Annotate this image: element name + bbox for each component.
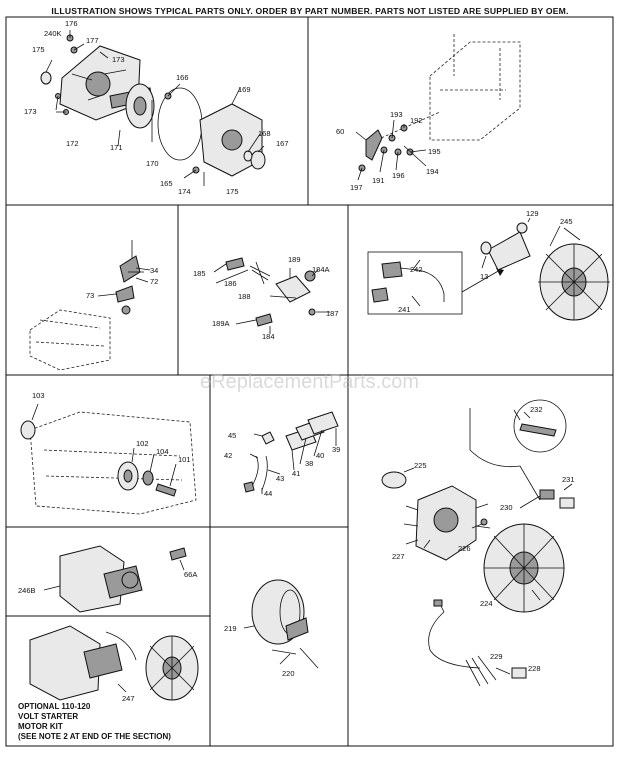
callout-165: 165 bbox=[160, 179, 173, 188]
callout-175-top: 175 bbox=[32, 45, 45, 54]
callout-41: 41 bbox=[292, 469, 300, 478]
callout-13: 13 bbox=[480, 272, 488, 281]
callout-60: 60 bbox=[336, 127, 344, 136]
callout-229: 229 bbox=[490, 652, 503, 661]
note-line-3: MOTOR KIT bbox=[18, 722, 63, 731]
callout-240k: 240K bbox=[44, 29, 62, 38]
callout-34: 34 bbox=[150, 266, 158, 275]
callout-245: 245 bbox=[560, 217, 573, 226]
drum-group: 219 220 bbox=[224, 579, 319, 678]
callout-220: 220 bbox=[282, 669, 295, 678]
callout-189a: 189A bbox=[212, 319, 230, 328]
callout-224: 224 bbox=[480, 599, 493, 608]
callout-42: 42 bbox=[224, 451, 232, 460]
callout-174: 174 bbox=[178, 187, 191, 196]
callout-103: 103 bbox=[32, 391, 45, 400]
stator-flywheel-group: 232 225 231 230 227 226 224 bbox=[381, 399, 575, 613]
callout-173-top: 173 bbox=[112, 55, 125, 64]
callout-175-bottom: 175 bbox=[226, 187, 239, 196]
throttle-plate-group: 185 186 189 184A 188 189A 184 187 bbox=[193, 255, 339, 341]
note-line-1: OPTIONAL 110-120 bbox=[18, 702, 91, 711]
callout-40: 40 bbox=[316, 451, 324, 460]
crankcase-cover-group: 176 240K 177 175 173 173 172 171 166 169… bbox=[24, 19, 289, 196]
callout-187: 187 bbox=[326, 309, 339, 318]
callout-192: 192 bbox=[410, 116, 423, 125]
breather-group: 45 42 43 44 41 38 40 39 bbox=[224, 411, 340, 498]
callout-247: 247 bbox=[122, 694, 135, 703]
callout-102: 102 bbox=[136, 439, 149, 448]
note-line-4: (SEE NOTE 2 AT END OF THE SECTION) bbox=[18, 732, 171, 741]
callout-225: 225 bbox=[414, 461, 427, 470]
callout-101: 101 bbox=[178, 455, 191, 464]
callout-176: 176 bbox=[65, 19, 78, 28]
callout-45: 45 bbox=[228, 431, 236, 440]
callout-72: 72 bbox=[150, 277, 158, 286]
wire-harness-group: 229 228 bbox=[428, 599, 541, 687]
callout-189: 189 bbox=[288, 255, 301, 264]
callout-191: 191 bbox=[372, 176, 385, 185]
callout-219: 219 bbox=[224, 624, 237, 633]
callout-129: 129 bbox=[526, 209, 539, 218]
callout-231: 231 bbox=[562, 475, 575, 484]
callout-38: 38 bbox=[305, 459, 313, 468]
callout-39: 39 bbox=[332, 445, 340, 454]
callout-44: 44 bbox=[264, 489, 272, 498]
governor-linkage-group: 60 193 192 195 191 196 194 197 bbox=[336, 34, 521, 192]
callout-185: 185 bbox=[193, 269, 206, 278]
callout-195: 195 bbox=[428, 147, 441, 156]
callout-194: 194 bbox=[426, 167, 439, 176]
panel-grid bbox=[5, 16, 614, 747]
callout-184a: 184A bbox=[312, 265, 330, 274]
callout-242: 242 bbox=[410, 265, 423, 274]
callout-193: 193 bbox=[390, 110, 403, 119]
callout-66a: 66A bbox=[184, 570, 197, 579]
callout-197: 197 bbox=[350, 183, 363, 192]
ignition-group: 129 245 13 242 241 bbox=[367, 209, 610, 321]
callout-172: 172 bbox=[66, 139, 79, 148]
callout-104: 104 bbox=[156, 447, 169, 456]
watermark: eReplacementParts.com bbox=[200, 371, 419, 393]
callout-196: 196 bbox=[392, 171, 405, 180]
callout-169: 169 bbox=[238, 85, 251, 94]
callout-226: 226 bbox=[458, 544, 471, 553]
callout-167: 167 bbox=[276, 139, 289, 148]
callout-227: 227 bbox=[392, 552, 405, 561]
callout-177: 177 bbox=[86, 36, 99, 45]
callout-166: 166 bbox=[176, 73, 189, 82]
callout-73: 73 bbox=[86, 291, 94, 300]
bearing-group: 103 102 104 101 bbox=[20, 391, 197, 515]
callout-170: 170 bbox=[146, 159, 159, 168]
callout-232: 232 bbox=[530, 405, 543, 414]
callout-184: 184 bbox=[262, 332, 275, 341]
callout-188: 188 bbox=[238, 292, 251, 301]
bracket-group: 34 72 73 bbox=[29, 240, 158, 371]
callout-173-left: 173 bbox=[24, 107, 37, 116]
callout-171: 171 bbox=[110, 143, 123, 152]
starter-motor-group: 246B 66A bbox=[18, 545, 197, 613]
callout-168: 168 bbox=[258, 129, 271, 138]
callout-186: 186 bbox=[224, 279, 237, 288]
callout-230: 230 bbox=[500, 503, 513, 512]
note-line-2: VOLT STARTER bbox=[18, 712, 78, 721]
optional-starter-group: 247 OPTIONAL 110-120 VOLT STARTER MOTOR … bbox=[18, 625, 199, 741]
callout-246b: 246B bbox=[18, 586, 36, 595]
callout-241: 241 bbox=[398, 305, 411, 314]
callout-43: 43 bbox=[276, 474, 284, 483]
page-header: ILLUSTRATION SHOWS TYPICAL PARTS ONLY. O… bbox=[51, 6, 569, 16]
callout-228: 228 bbox=[528, 664, 541, 673]
